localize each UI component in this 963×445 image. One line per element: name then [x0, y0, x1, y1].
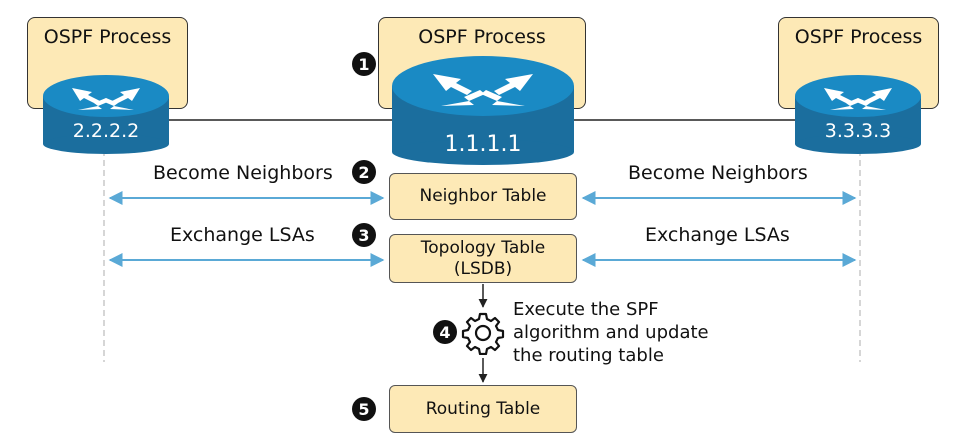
- step-5-badge: 5: [352, 397, 376, 421]
- ospf-process-left-label: OSPF Process: [43, 26, 172, 48]
- router-center-id: 1.1.1.1: [444, 132, 522, 157]
- neighbor-table-label: Neighbor Table: [419, 186, 547, 206]
- spf-description: Execute the SPF algorithm and update the…: [513, 298, 709, 367]
- routing-table[interactable]: Routing Table: [389, 385, 577, 433]
- step-1-badge: 1: [352, 52, 376, 76]
- topology-table-sublabel: (LSDB): [453, 258, 513, 279]
- spf-line-3: the routing table: [513, 345, 664, 366]
- become-neighbors-right-label: Become Neighbors: [628, 162, 808, 184]
- router-right[interactable]: 3.3.3.3: [794, 74, 922, 154]
- router-icon: [795, 75, 921, 154]
- topology-table[interactable]: Topology Table (LSDB): [389, 234, 577, 283]
- become-neighbors-left-label: Become Neighbors: [153, 162, 333, 184]
- ospf-process-center-label: OSPF Process: [418, 26, 546, 48]
- router-left[interactable]: 2.2.2.2: [42, 74, 170, 154]
- spf-line-1: Execute the SPF: [513, 299, 659, 320]
- router-icon: [43, 75, 169, 154]
- spf-line-2: algorithm and update: [513, 322, 709, 343]
- ospf-process-right-label: OSPF Process: [794, 26, 923, 48]
- gear-icon: [461, 311, 505, 356]
- router-icon: [392, 56, 574, 165]
- routing-table-label: Routing Table: [425, 398, 541, 419]
- exchange-lsas-left-label: Exchange LSAs: [170, 224, 315, 246]
- router-center[interactable]: 1.1.1.1: [391, 54, 575, 166]
- router-right-id: 3.3.3.3: [824, 120, 892, 142]
- step-2-badge: 2: [352, 160, 376, 184]
- neighbor-table[interactable]: Neighbor Table: [389, 173, 577, 220]
- router-left-id: 2.2.2.2: [72, 120, 140, 142]
- step-3-badge: 3: [352, 223, 376, 247]
- step-4-badge: 4: [433, 320, 457, 344]
- exchange-lsas-right-label: Exchange LSAs: [645, 224, 790, 246]
- topology-table-label: Topology Table: [420, 237, 546, 258]
